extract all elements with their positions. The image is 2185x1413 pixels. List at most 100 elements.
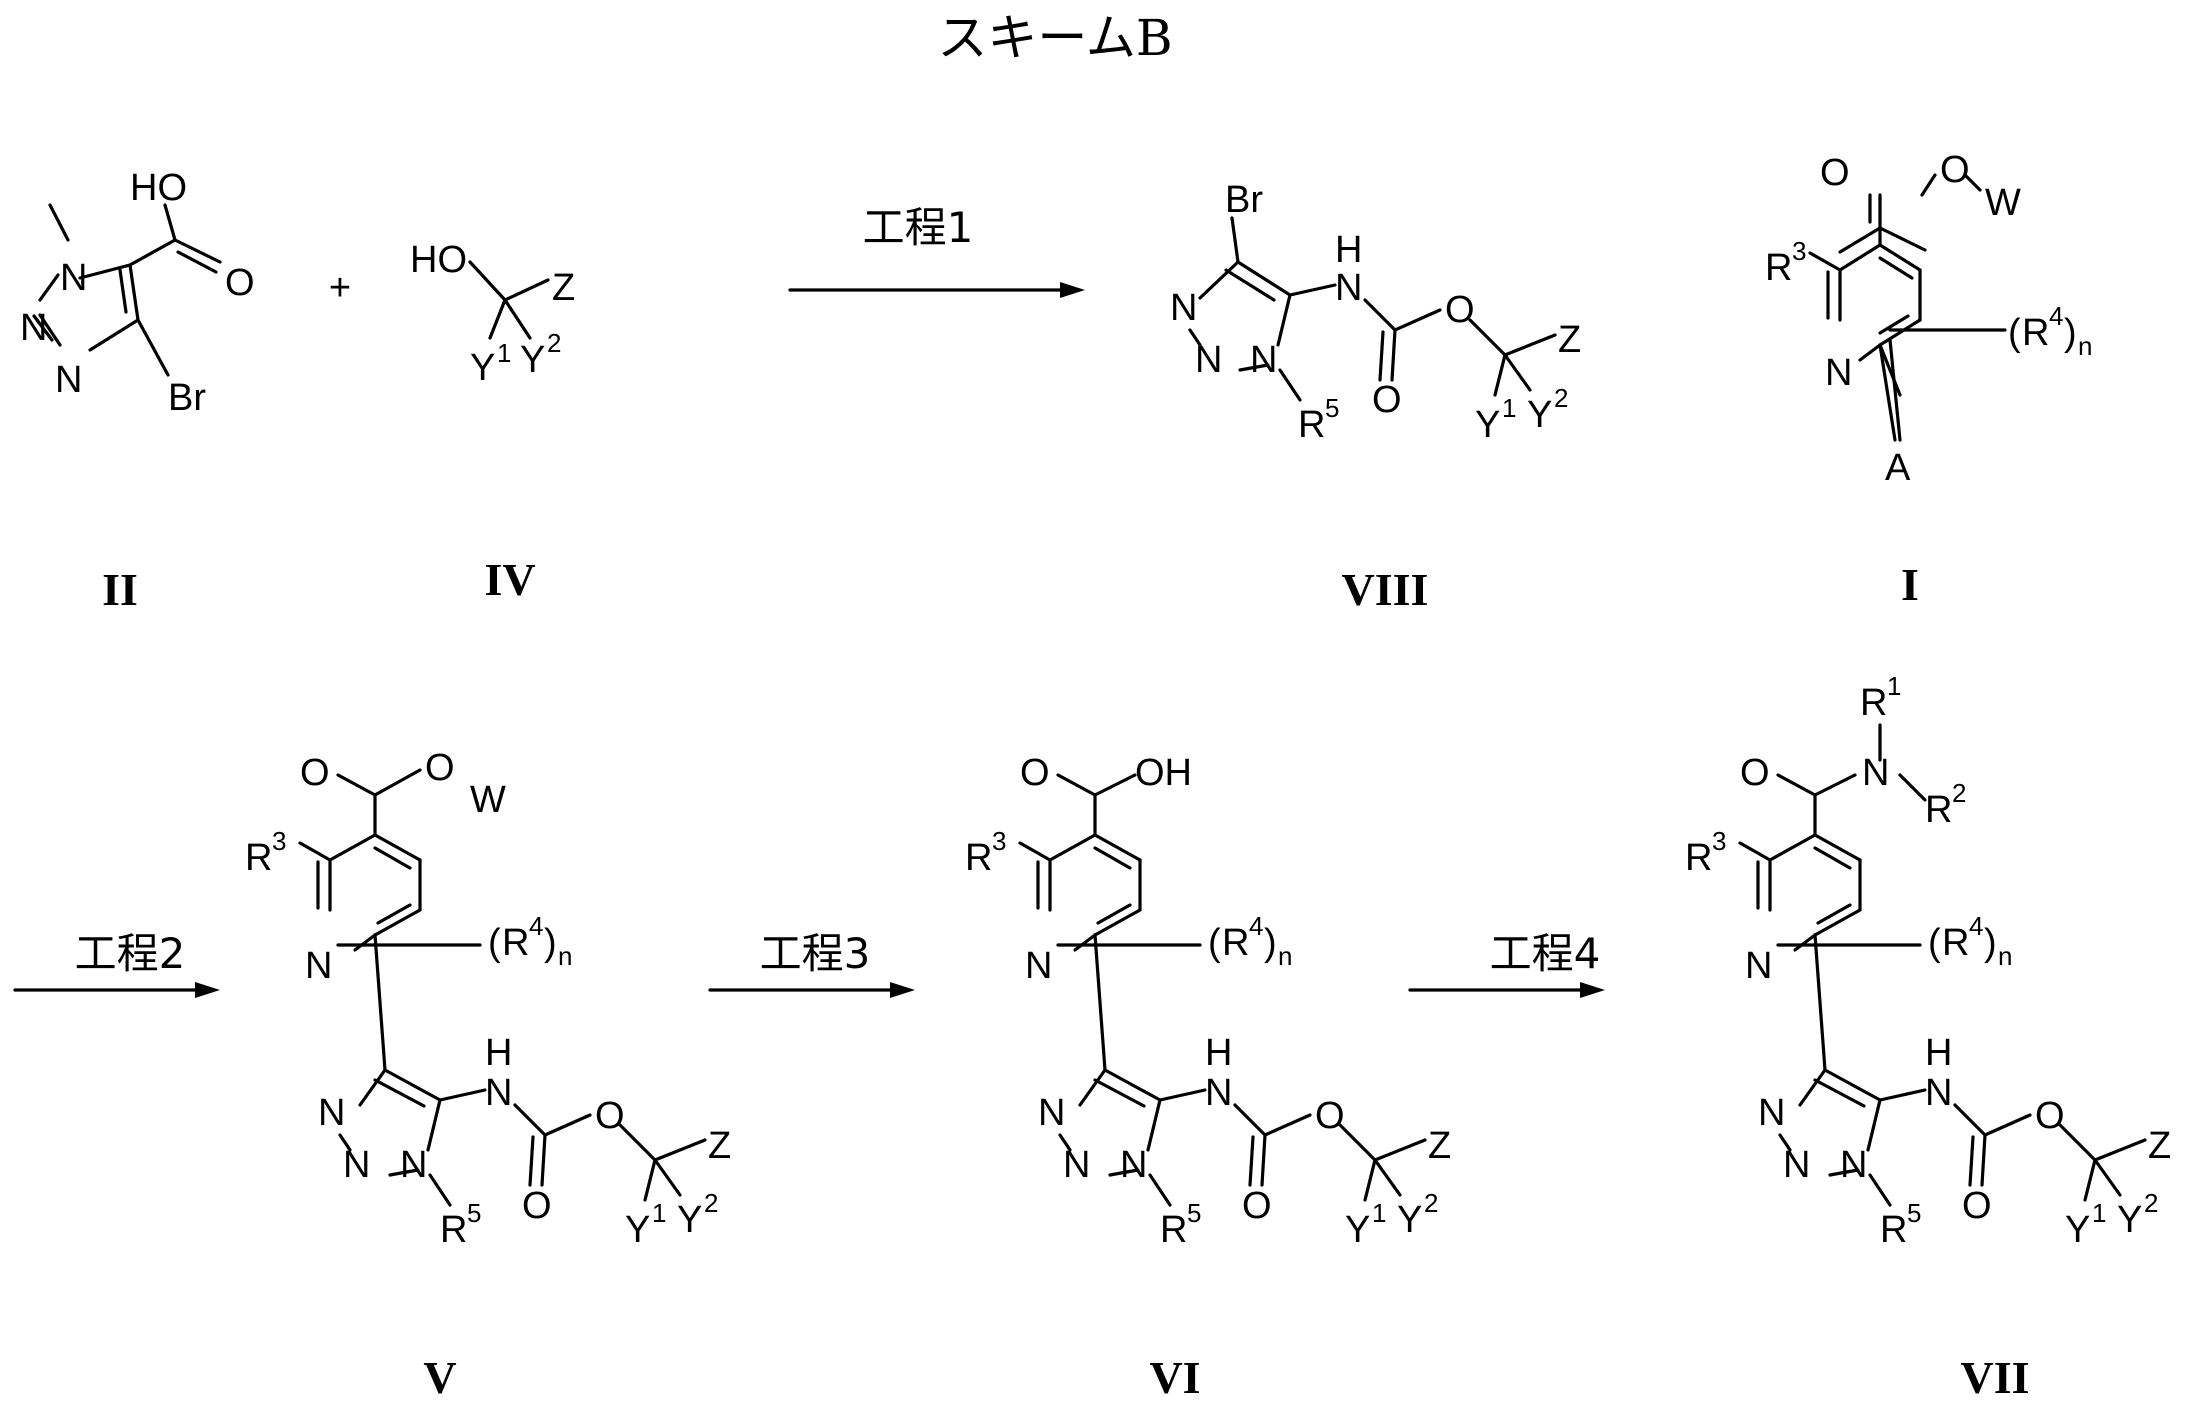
atom-Y: Y xyxy=(1527,394,1552,436)
arrow-head xyxy=(1060,282,1085,298)
atom-Z: Z xyxy=(1428,1125,1451,1167)
atom-HO: HO xyxy=(410,239,467,281)
atom-OH: OH xyxy=(1135,752,1192,794)
atom-O: O xyxy=(1445,289,1475,331)
atom-R: R xyxy=(1685,837,1712,879)
subscript: n xyxy=(1998,941,2012,971)
atom-N: N xyxy=(1120,1144,1147,1186)
atom-N: N xyxy=(1840,1144,1867,1186)
label-compound-II: II xyxy=(102,564,138,615)
atom-N: N xyxy=(1063,1144,1090,1186)
label-compound-VI: VI xyxy=(1149,1352,1200,1403)
atom-O: O xyxy=(1315,1095,1345,1137)
atom-N: N xyxy=(55,359,82,401)
atom-W: W xyxy=(1985,182,2021,224)
atom-R: R xyxy=(1860,682,1887,724)
atom-R: R xyxy=(1925,789,1952,831)
atom-O: O xyxy=(1372,379,1402,421)
atom-N: N xyxy=(343,1144,370,1186)
atom-N: N xyxy=(1825,352,1852,394)
atom-N: N xyxy=(1038,1092,1065,1134)
label-compound-IV: IV xyxy=(484,554,535,605)
superscript: 2 xyxy=(2144,1188,2158,1218)
label-compound-VII: VII xyxy=(1960,1352,2029,1403)
step-2-label: 工程2 xyxy=(75,929,186,978)
superscript: 3 xyxy=(992,826,1006,856)
atom-R: R xyxy=(440,1209,467,1251)
scheme-title: スキームB xyxy=(937,9,1172,67)
superscript: 2 xyxy=(1554,383,1568,413)
atom-N: N xyxy=(1862,752,1889,794)
atom-R: R xyxy=(1880,1209,1907,1251)
atom-N: N xyxy=(1205,1072,1232,1114)
atom-O: O xyxy=(1820,152,1850,194)
atom-Br: Br xyxy=(1225,179,1263,221)
atom-Y: Y xyxy=(2065,1209,2090,1251)
atom-lparen: ( xyxy=(2008,312,2021,354)
step-4-label: 工程4 xyxy=(1490,929,1601,978)
atom-N: N xyxy=(1195,339,1222,381)
superscript: 1 xyxy=(1887,671,1901,701)
atom-lparen: ( xyxy=(1208,922,1221,964)
compound-VI-structure xyxy=(1020,775,1425,1205)
superscript: 5 xyxy=(467,1198,481,1228)
compound-V-structure xyxy=(300,770,705,1205)
atom-Y: Y xyxy=(1397,1199,1422,1241)
plus-sign: + xyxy=(329,267,351,309)
compound-IV-structure xyxy=(470,262,548,338)
atom-Z: Z xyxy=(2148,1125,2171,1167)
superscript: 1 xyxy=(1372,1198,1386,1228)
subscript: n xyxy=(558,941,572,971)
atom-O: O xyxy=(1940,149,1970,191)
superscript: 5 xyxy=(1187,1198,1201,1228)
atom-N: N xyxy=(400,1144,427,1186)
atom-N: N xyxy=(20,307,47,349)
atom-Y: Y xyxy=(677,1199,702,1241)
atom-Y: Y xyxy=(625,1209,650,1251)
atom-rparen: ) xyxy=(2064,312,2077,354)
atom-O: O xyxy=(425,747,455,789)
superscript: 3 xyxy=(272,826,286,856)
atom-O: O xyxy=(1962,1185,1992,1227)
atom-Z: Z xyxy=(552,267,575,309)
superscript: 2 xyxy=(1424,1188,1438,1218)
subscript: n xyxy=(1278,941,1292,971)
arrow-head xyxy=(1580,982,1605,998)
superscript: 2 xyxy=(547,328,561,358)
superscript: 4 xyxy=(2049,301,2063,331)
superscript: 2 xyxy=(1952,778,1966,808)
atom-N: N xyxy=(1745,945,1772,987)
atom-O: O xyxy=(595,1095,625,1137)
atom-N: N xyxy=(1925,1072,1952,1114)
atom-R: R xyxy=(2022,312,2049,354)
atom-O: O xyxy=(1020,752,1050,794)
superscript: 5 xyxy=(1907,1198,1921,1228)
superscript: 1 xyxy=(497,338,511,368)
label-compound-VIII: VIII xyxy=(1342,564,1429,615)
atom-N: N xyxy=(305,945,332,987)
atom-O: O xyxy=(522,1185,552,1227)
subscript: n xyxy=(2078,331,2092,361)
atom-W: W xyxy=(470,779,506,821)
atom-N: N xyxy=(1783,1144,1810,1186)
atom-O: O xyxy=(225,262,255,304)
superscript: 3 xyxy=(1792,236,1806,266)
atom-Y: Y xyxy=(520,339,545,381)
superscript: 1 xyxy=(1502,393,1516,423)
atom-Br: Br xyxy=(168,377,206,419)
arrow-head xyxy=(195,982,220,998)
atom-HO: HO xyxy=(130,167,187,209)
step-3-label: 工程3 xyxy=(760,929,871,978)
atom-rparen: ) xyxy=(544,922,557,964)
compound-VIII-structure xyxy=(1190,218,1555,400)
atom-Z: Z xyxy=(1558,319,1581,361)
atom-N: N xyxy=(485,1072,512,1114)
label-compound-V: V xyxy=(423,1352,456,1403)
atom-R: R xyxy=(1222,922,1249,964)
compound-I-structure xyxy=(1810,175,2005,440)
atom-R: R xyxy=(1160,1209,1187,1251)
atom-Y: Y xyxy=(470,347,495,389)
atom-N: N xyxy=(60,257,87,299)
atom-A: A xyxy=(1885,447,1911,489)
atom-H: H xyxy=(1925,1032,1952,1074)
